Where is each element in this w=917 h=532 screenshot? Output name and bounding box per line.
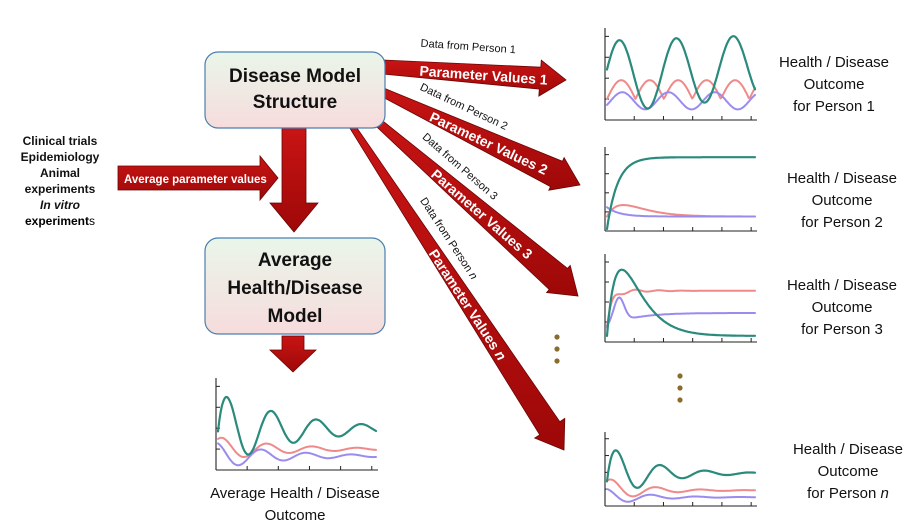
person-arrow-2 [375, 85, 581, 191]
chart-person-2-series-lavender [606, 206, 756, 218]
disease-model-title-line2: Structure [253, 92, 337, 113]
average-outcome-label: Average Health / Disease Outcome [210, 485, 380, 524]
source-epidemiology: Epidemiology [21, 150, 100, 164]
person-arrow-1 [382, 59, 567, 97]
svg-text:Health / Disease: Health / Disease [787, 277, 897, 294]
svg-text:Health / Disease: Health / Disease [793, 441, 903, 458]
down-arrow-average [269, 335, 317, 373]
average-model-title-line3: Model [268, 306, 323, 327]
average-parameter-arrow [117, 154, 279, 202]
down-arrow-model [269, 127, 319, 233]
chart-person-1-series-pink [606, 79, 756, 101]
chart-person-1-series-teal [605, 35, 757, 110]
source-in-vitro: In vitro [40, 198, 80, 212]
chart-average-series-pink [217, 436, 377, 458]
svg-text:for Person n: for Person n [807, 485, 889, 502]
average-model-title-line2: Health/Disease [227, 278, 362, 299]
svg-text:Health / Disease: Health / Disease [779, 54, 889, 71]
disease-model-box: Disease Model Structure [204, 51, 386, 129]
chart-average [215, 378, 378, 471]
average-model-title-line1: Average [258, 250, 332, 271]
person-arrow-3 [363, 108, 579, 297]
person-arrow-4 [348, 123, 566, 451]
svg-text:Average Health / Disease: Average Health / Disease [210, 485, 380, 502]
svg-text:Outcome: Outcome [804, 76, 865, 93]
person-arrow-1-data-label: Data from Person 1 [420, 38, 516, 57]
ellipsis-dots-arrows [554, 334, 560, 364]
svg-text:Outcome: Outcome [812, 192, 873, 209]
chart-person-2 [604, 147, 757, 232]
ellipsis-dots-outcomes [677, 373, 683, 403]
svg-text:for Person 3: for Person 3 [801, 321, 883, 338]
source-animal: Animal [40, 166, 80, 180]
source-experiments: experiments [25, 182, 96, 196]
outcome-label-person-n: Health / Disease Outcome for Person n [793, 441, 903, 502]
chart-person-n-series-lavender [606, 488, 756, 503]
svg-text:Health / Disease: Health / Disease [787, 170, 897, 187]
chart-person-3-series-pink [606, 288, 756, 329]
chart-person-3 [604, 254, 757, 343]
disease-model-title-line1: Disease Model [229, 66, 361, 87]
data-sources: Clinical trials Epidemiology Animal expe… [21, 134, 100, 228]
chart-person-1-series-lavender [606, 91, 756, 111]
svg-text:for Person 1: for Person 1 [793, 98, 875, 115]
svg-text:Outcome: Outcome [812, 299, 873, 316]
chart-person-3-series-lavender [606, 296, 756, 327]
svg-text:Outcome: Outcome [818, 463, 879, 480]
svg-text:Outcome: Outcome [265, 507, 326, 524]
source-in-vitro-experiments: experiments [25, 214, 95, 228]
svg-text:for Person 2: for Person 2 [801, 214, 883, 231]
chart-person-1 [604, 28, 757, 121]
chart-average-series-teal [216, 395, 378, 456]
outcome-label-person-2: Health / Disease Outcome for Person 2 [787, 170, 897, 231]
source-clinical-trials: Clinical trials [23, 134, 98, 148]
average-parameter-label: Average parameter values [124, 174, 267, 186]
chart-person-n-series-teal [605, 449, 757, 489]
chart-average-series-lavender [217, 442, 377, 467]
chart-person-n [604, 432, 757, 507]
outcome-label-person-1: Health / Disease Outcome for Person 1 [779, 54, 889, 115]
chart-person-2-series-teal [605, 156, 757, 231]
average-model-box: Average Health/Disease Model [204, 237, 386, 335]
chart-person-n-series-pink [606, 478, 756, 498]
charts [215, 28, 757, 507]
outcome-label-person-3: Health / Disease Outcome for Person 3 [787, 277, 897, 338]
chart-person-3-series-teal [605, 268, 757, 337]
